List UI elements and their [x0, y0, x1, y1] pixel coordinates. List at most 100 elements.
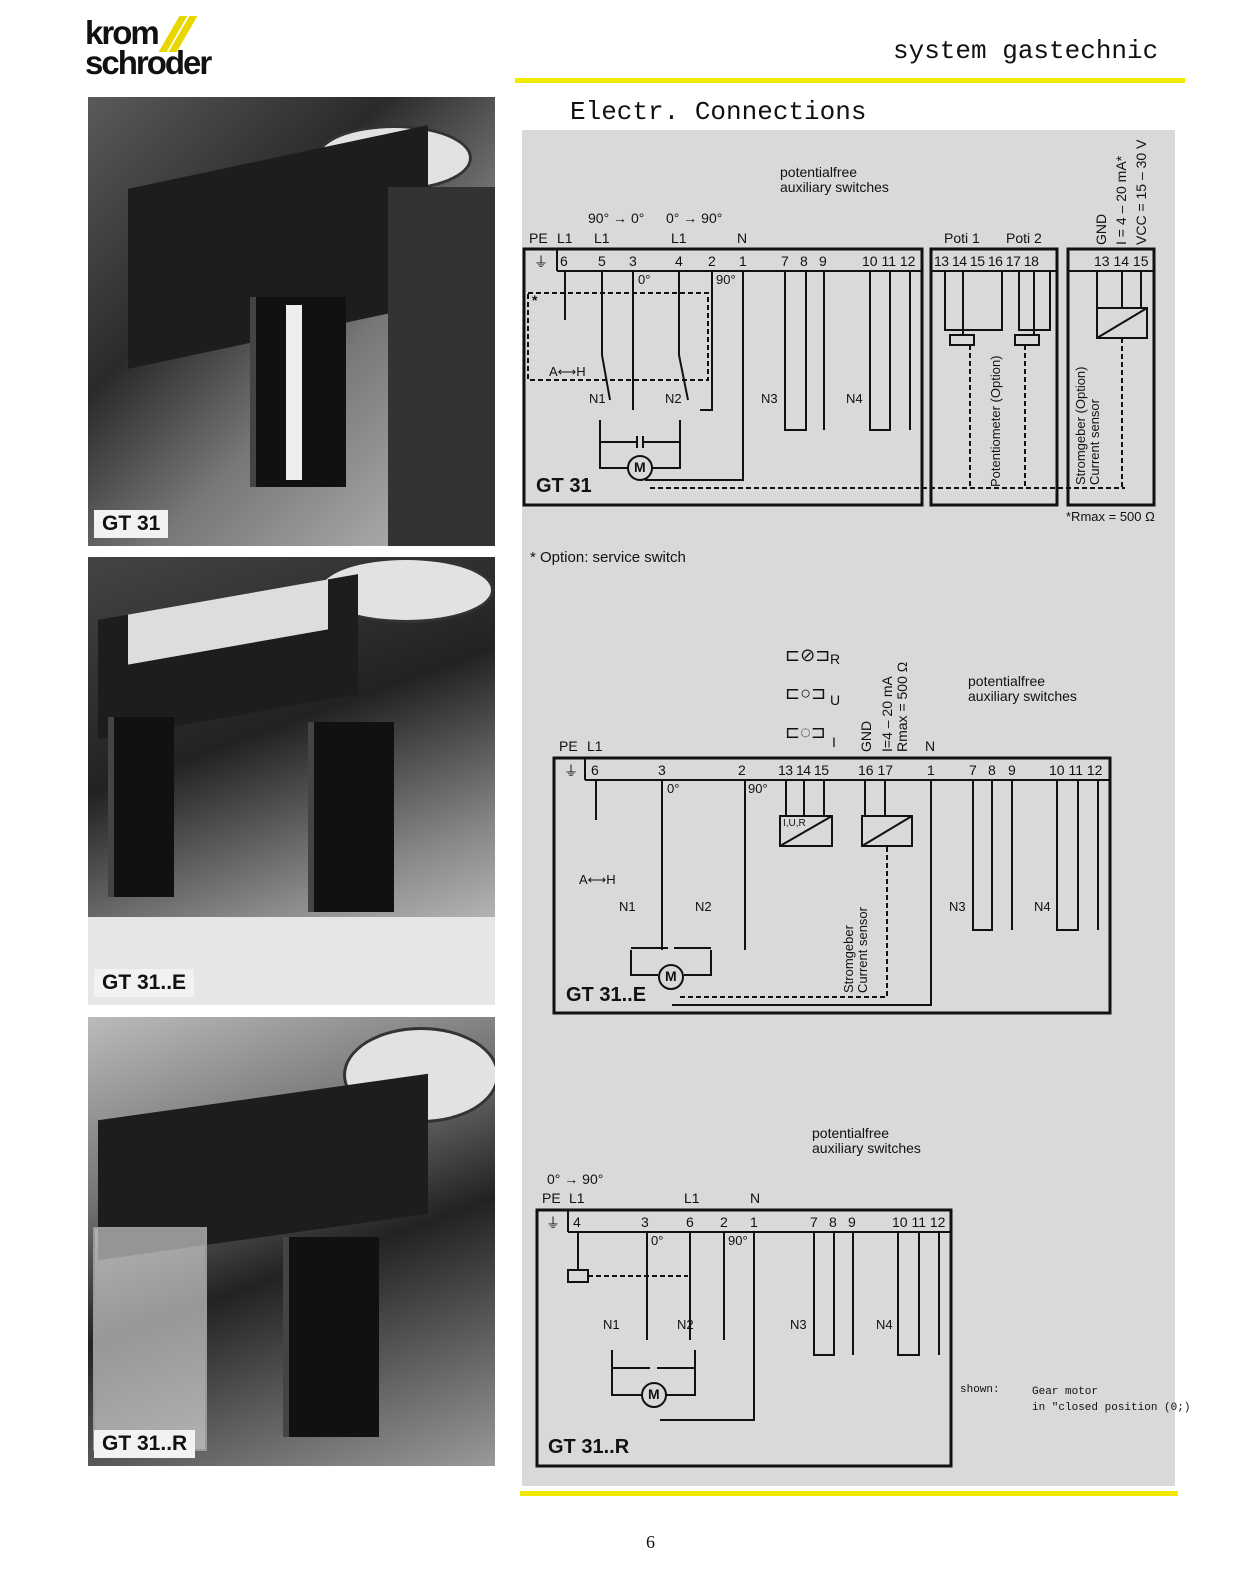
switch-label: N3: [949, 899, 966, 914]
terminal-block: [283, 1237, 379, 1437]
terminal-number: 8: [800, 253, 808, 269]
l1-label: L1: [557, 230, 573, 246]
aux-switches-label: potentialfree auxiliary switches: [812, 1125, 921, 1156]
logo-text-krom: krom: [85, 14, 160, 51]
option-star: *: [532, 292, 538, 308]
direction-label: 0° → 90°: [666, 210, 723, 226]
option-note: * Option: service switch: [530, 549, 686, 566]
symbol-label-r: R: [830, 651, 841, 667]
terminal-number: 6: [560, 253, 568, 269]
cam-stack: [388, 187, 495, 546]
n-label: N: [750, 1190, 761, 1206]
terminal-number: 16 17: [858, 762, 894, 778]
resistor-symbol: ⊏⊘⊐: [785, 645, 831, 665]
terminal-number: 2: [738, 762, 746, 778]
product-photo-gt31: GT 31: [88, 97, 495, 546]
switch-label: N4: [876, 1317, 893, 1332]
terminal-number: 10 11 12: [862, 253, 916, 269]
n-label: N: [925, 738, 936, 754]
terminal-number: 6: [591, 762, 599, 778]
terminal-number: 10 11 12: [892, 1214, 946, 1230]
section-title: Electr. Connections: [570, 97, 867, 127]
angle-label: 90°: [728, 1233, 748, 1248]
switch-label: N3: [790, 1317, 807, 1332]
terminal-number: 9: [1008, 762, 1016, 778]
motor-symbol: M: [665, 968, 677, 984]
voltage-source-symbol: ⊏○⊐: [785, 683, 827, 703]
terminal-block: [250, 297, 346, 487]
switch-label: N4: [1034, 899, 1051, 914]
brand-tagline: system gastechnic: [893, 36, 1159, 66]
pe-label: PE: [559, 738, 578, 754]
earth-icon: ⏚: [546, 1215, 560, 1231]
logo-text-schroder: schroder: [85, 44, 212, 81]
model-label: GT 31..E: [566, 984, 647, 1006]
poti-label: Poti 2: [1006, 230, 1042, 246]
aux-switches-label: potentialfree auxiliary switches: [968, 673, 1077, 704]
switch-label: N1: [589, 391, 606, 406]
switch-label: N3: [761, 391, 778, 406]
terminal-number: 4: [675, 253, 683, 269]
switch-label: N2: [677, 1317, 694, 1332]
angle-label: 90°: [748, 781, 768, 796]
switch-label: N2: [665, 391, 682, 406]
terminal-number: 9: [848, 1214, 856, 1230]
photo-label: GT 31..E: [94, 969, 195, 997]
terminal-number: 1: [750, 1214, 758, 1230]
earth-icon: ⏚: [564, 763, 578, 779]
terminal-number: 3: [629, 253, 637, 269]
terminal-number: 4: [573, 1214, 581, 1230]
rmax-label: Rmax = 500 Ω: [894, 661, 910, 752]
terminal-number: 2: [720, 1214, 728, 1230]
product-photo-gt31e: GT 31..E: [88, 557, 495, 1005]
terminal-number: 10 11 12: [1049, 762, 1103, 778]
motor-symbol: M: [648, 1386, 660, 1402]
current-range-label: I=4 – 20 mA: [879, 676, 895, 752]
poti-caption: Potentiometer (Option): [988, 355, 1003, 487]
current-range-label: I = 4 – 20 mA*: [1113, 155, 1129, 245]
terminal-number: 7: [969, 762, 977, 778]
direction-label: 0° → 90°: [547, 1171, 604, 1187]
terminal-number: 1: [927, 762, 935, 778]
terminal-number: 3: [658, 762, 666, 778]
angle-label: 90°: [716, 272, 736, 287]
auto-hand-label: A⟷H: [579, 872, 616, 887]
position-dial: [318, 557, 494, 623]
symbol-label-u: U: [830, 692, 841, 708]
terminal-number: 7: [781, 253, 789, 269]
shown-note: Gear motor in "closed position (0;): [1032, 1386, 1191, 1414]
photo-label: GT 31..R: [94, 1430, 196, 1458]
l1-label: L1: [594, 230, 610, 246]
terminal-number: 9: [819, 253, 827, 269]
n-label: N: [737, 230, 748, 246]
header-rule: [515, 78, 1185, 83]
direction-label: 90° → 0°: [588, 210, 645, 226]
vcc-label: VCC = 15 – 30 V: [1133, 139, 1149, 245]
switch-label: N1: [619, 899, 636, 914]
gnd-label: GND: [858, 720, 874, 752]
l1-label: L1: [569, 1190, 585, 1206]
switch-label: N2: [695, 899, 712, 914]
switch-label: N1: [603, 1317, 620, 1332]
angle-label: 0°: [651, 1233, 664, 1248]
pe-label: PE: [529, 230, 548, 246]
page-number: 6: [646, 1532, 655, 1552]
terminal-block-left: [108, 717, 174, 897]
terminal-number: 13 14 15: [1094, 253, 1149, 269]
angle-label: 0°: [667, 781, 680, 796]
poti-label: Poti 1: [944, 230, 980, 246]
terminal-number: 6: [686, 1214, 694, 1230]
current-source-symbol: ⊏◌⊐: [785, 722, 826, 742]
sensor-caption: Stromgeber (Option) Current sensor: [1073, 366, 1102, 486]
aux-switches-label: potentialfree auxiliary switches: [780, 164, 889, 195]
rmax-note: *Rmax = 500 Ω: [1066, 509, 1155, 524]
switch-label: N4: [846, 391, 863, 406]
terminal-number: 8: [829, 1214, 837, 1230]
earth-icon: ⏚: [534, 254, 548, 270]
product-photo-gt31r: GT 31..R: [88, 1017, 495, 1466]
terminal-number: 5: [598, 253, 606, 269]
photo-label: GT 31: [94, 510, 169, 538]
footer-rule: [520, 1491, 1178, 1496]
krom-schroder-logo: krom schroder: [85, 14, 212, 81]
